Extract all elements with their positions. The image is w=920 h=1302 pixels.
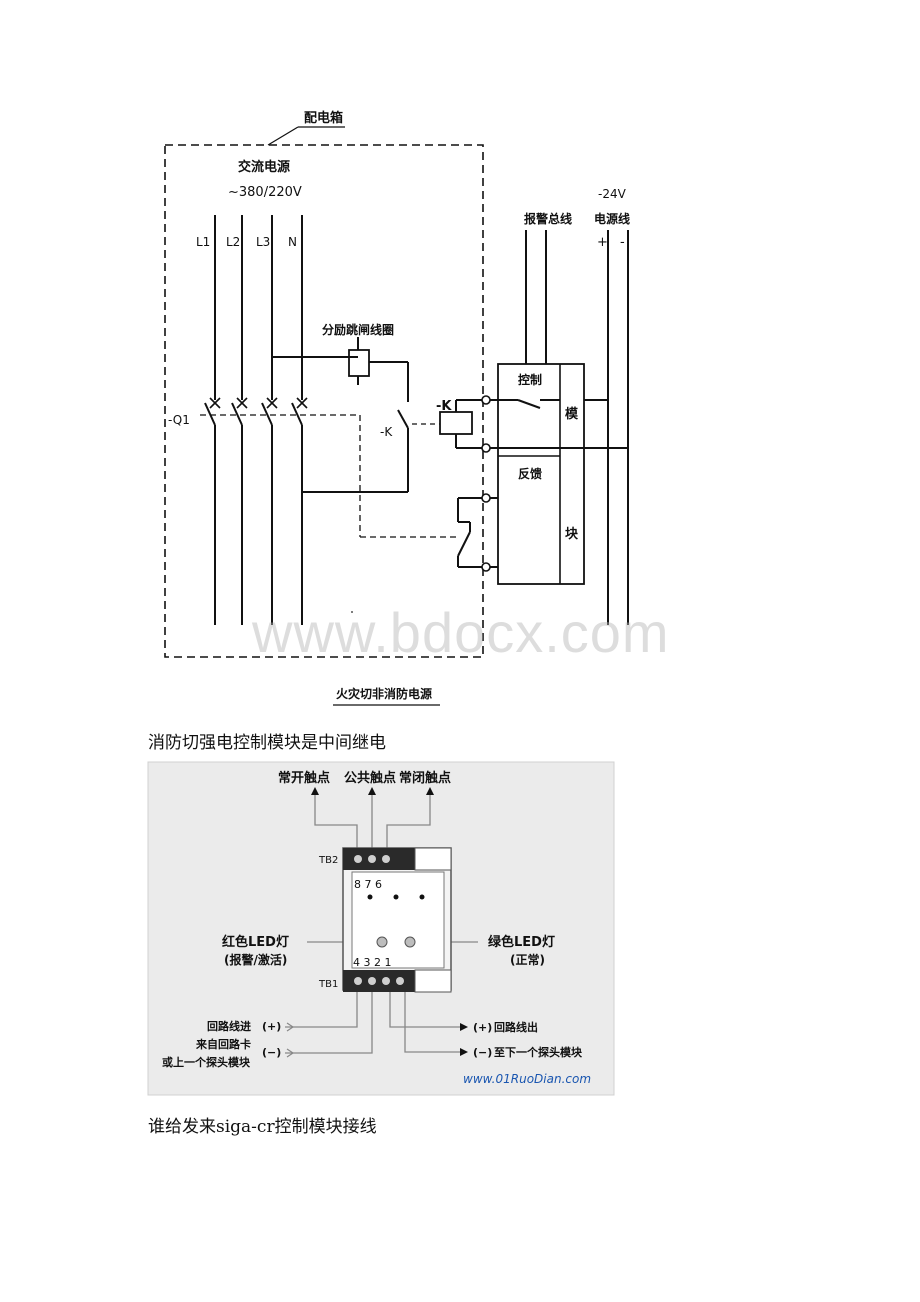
prev-module-label: 或上一个探头模块 [162,1055,251,1069]
normally-closed-contact-label: 常闭触点 [399,770,451,786]
relay-coil-label: -K [436,399,452,414]
phase-n-label: N [288,235,297,249]
bottom-pin-numbers: 4 3 2 1 [353,956,391,969]
loop-out-minus: (−) [473,1046,492,1059]
green-led-label: 绿色LED灯 [488,934,555,950]
tb2-label: TB2 [318,855,338,866]
loop-in-label: 回路线进 [207,1019,251,1033]
loop-in-minus: (−) [262,1046,281,1059]
site-watermark: www.01RuoDian.com [463,1072,591,1086]
top-pin-numbers: 8 7 6 [354,878,382,891]
watermark: www.bdocx.com [252,601,670,664]
loop-in-plus: (+) [262,1020,281,1033]
power-plus-label: + [597,235,608,250]
from-loop-card-label: 来自回路卡 [195,1037,251,1051]
control-label: 控制 [518,372,542,387]
power-voltage-label: -24V [598,187,627,201]
green-led-sublabel: (正常) [510,952,545,967]
tb1-label: TB1 [318,979,338,990]
feedback-label: 反馈 [518,466,542,481]
distribution-box-label: 配电箱 [304,110,343,126]
shunt-coil-label: 分励跳闸线圈 [322,322,394,337]
caption-1: 消防切强电控制模块是中间继电 [148,733,386,753]
normally-open-contact-label: 常开触点 [278,770,330,786]
power-line-label: 电源线 [594,211,630,226]
common-contact-label: 公共触点 [344,770,396,786]
power-minus-label: - [620,235,625,250]
green-led [404,936,416,948]
breaker-label: -Q1 [168,413,190,427]
caption-2: 谁给发来siga-cr控制模块接线 [148,1117,377,1137]
fire-cutoff-label: 火灾切非消防电源 [336,686,432,701]
module-char-2: 块 [565,526,579,542]
power-cutoff-wiring-diagram: 配电箱 交流电源 ~380/220V L1 L2 L3 N -Q1 分励跳闸线圈… [164,110,630,706]
module-char-1: 模 [565,406,579,422]
phase-l2-label: L2 [226,235,240,249]
red-led-sublabel: (报警/激活) [224,952,287,967]
red-led-label: 红色LED灯 [222,934,289,950]
ac-source-label: 交流电源 [238,159,290,175]
alarm-bus-label: 报警总线 [524,211,572,226]
ac-voltage-label: ~380/220V [228,185,302,200]
relay-contact-label: -K [380,425,393,439]
loop-out-label: 回路线出 [494,1020,538,1034]
loop-out-plus: (+) [473,1021,492,1034]
phase-l1-label: L1 [196,235,210,249]
phase-l3-label: L3 [256,235,270,249]
next-module-label: 至下一个探头模块 [494,1045,583,1059]
red-led [376,936,388,948]
